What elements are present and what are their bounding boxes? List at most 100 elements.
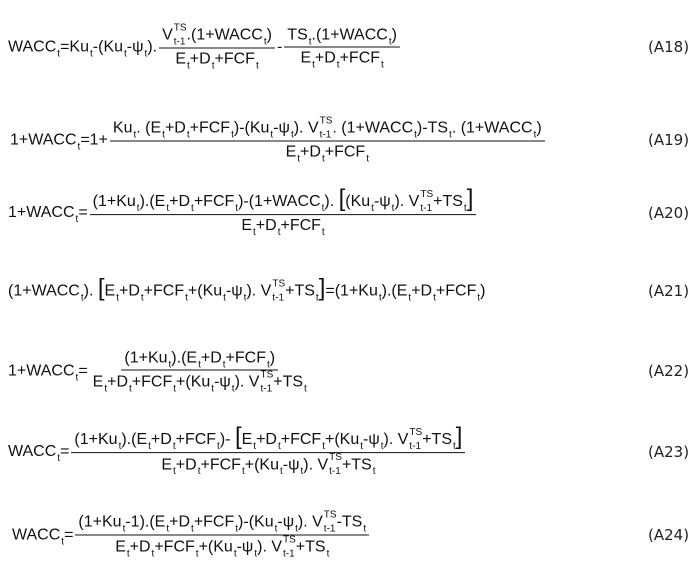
sub-sup-script: TS t-1: [260, 369, 274, 395]
subscript: t: [308, 36, 312, 48]
subscript: t: [254, 548, 258, 560]
denominator: Et+Dt+FCFt: [297, 48, 386, 71]
math-text: +TS: [273, 373, 304, 391]
subscript: t: [277, 226, 281, 238]
math-text: +FCF: [189, 119, 231, 137]
math-text: +FCF: [280, 431, 322, 449]
math-text: +(Ku: [187, 282, 223, 300]
superscript: TS: [329, 451, 342, 463]
subscript: t: [90, 48, 93, 59]
subscript: t: [277, 441, 281, 453]
denominator: Et+Dt+FCFt: [172, 49, 261, 72]
math-text: +FCF: [131, 373, 173, 391]
subscript: t: [453, 441, 456, 453]
math-text: ): [269, 349, 276, 367]
subscript: t: [148, 441, 151, 453]
math-text: +FCF: [193, 193, 235, 211]
sub-sup-script: TS t-1: [272, 278, 286, 304]
numerator: (1+Kut).(Et+Dt+FCFt): [121, 349, 279, 371]
subscript: t-1: [409, 440, 422, 452]
math-text: )-(Ku: [238, 513, 274, 531]
math-text: E: [300, 49, 312, 67]
sub-sup-script: TS t-1: [283, 534, 296, 560]
math-text: E: [104, 282, 116, 300]
subscript: t: [122, 523, 126, 535]
math-text: (Ku: [345, 193, 371, 211]
subscript: t: [290, 129, 294, 141]
subscript: t: [222, 359, 226, 371]
math-text: E: [161, 456, 173, 474]
subscript: t: [104, 383, 108, 395]
subscript: t: [315, 292, 319, 304]
math-text: +D: [255, 216, 277, 234]
subscript: t: [533, 129, 537, 141]
subscript: t: [166, 203, 170, 215]
equation-number: (A20): [648, 204, 690, 222]
math-text: -ψ: [282, 456, 300, 474]
subscript: t: [61, 536, 65, 547]
math-text: +D: [175, 456, 197, 474]
subscript: t-1: [272, 292, 285, 304]
math-text: .(1+WACC: [186, 26, 263, 44]
math-text: -ψ: [363, 431, 380, 449]
subscript: t: [449, 129, 452, 141]
math-text: (1+Ku: [74, 431, 118, 449]
subscript: t: [321, 203, 325, 215]
math-text: WACC: [12, 526, 61, 543]
subscript: t: [133, 129, 137, 141]
math-text: -ψ: [236, 538, 254, 556]
superscript: TS: [272, 278, 286, 290]
math-text: E: [175, 50, 187, 68]
subscript: t: [378, 292, 382, 304]
math-text: WACC: [8, 442, 57, 460]
subscript: t: [235, 523, 239, 535]
math-text: +D: [200, 349, 222, 367]
subscript: t: [366, 153, 369, 165]
math-text: ).: [83, 282, 98, 300]
left-bracket: [: [234, 423, 242, 451]
subscript: t-1: [260, 383, 273, 395]
math-text: +D: [300, 143, 321, 161]
equation-number: (A23): [648, 443, 690, 461]
math-text: +(Ku: [324, 431, 360, 449]
math-text: -ψ: [214, 373, 231, 391]
equation-number: (A22): [648, 362, 690, 380]
equation-number: (A19): [648, 131, 690, 149]
math-text: ).(E: [381, 282, 408, 300]
math-text: TS: [287, 26, 308, 44]
subscript: t: [211, 383, 215, 395]
subscript: t: [408, 292, 412, 304]
math-text: -ψ: [277, 513, 295, 531]
math-text: V: [162, 26, 173, 44]
math-text: ). V: [246, 282, 272, 300]
equation: WACCt=(1+Kut).(Et+Dt+FCFt)- [Et+Dt+FCFt+…: [8, 425, 467, 478]
subscript: t: [360, 441, 364, 453]
math-text: ): [536, 119, 542, 137]
math-text: -1).(E: [125, 513, 166, 531]
math-text: =(1+Ku: [325, 282, 378, 300]
subscript: t-1: [283, 548, 295, 560]
subscript: t: [231, 129, 234, 141]
math-text: +D: [256, 431, 277, 449]
superscript: TS: [260, 369, 274, 381]
subscript: t: [75, 213, 79, 225]
math-text: =1+: [80, 131, 108, 148]
math-text: +TS: [433, 193, 463, 211]
subscript: t: [151, 548, 155, 560]
subscript: t: [300, 466, 304, 478]
math-text: (1+Ku: [92, 193, 136, 211]
superscript: TS: [283, 534, 296, 546]
subscript: t: [433, 292, 436, 304]
math-text: +D: [118, 282, 140, 300]
subscript: t: [191, 523, 194, 535]
math-text: +D: [169, 513, 191, 531]
numerator: (1+Kut).(Et+Dt+FCFt)- [Et+Dt+FCFt+(Kut-ψ…: [71, 425, 466, 453]
math-text: =: [78, 203, 88, 221]
math-text: (1+Ku: [78, 513, 122, 531]
math-text: ). V: [293, 119, 319, 137]
